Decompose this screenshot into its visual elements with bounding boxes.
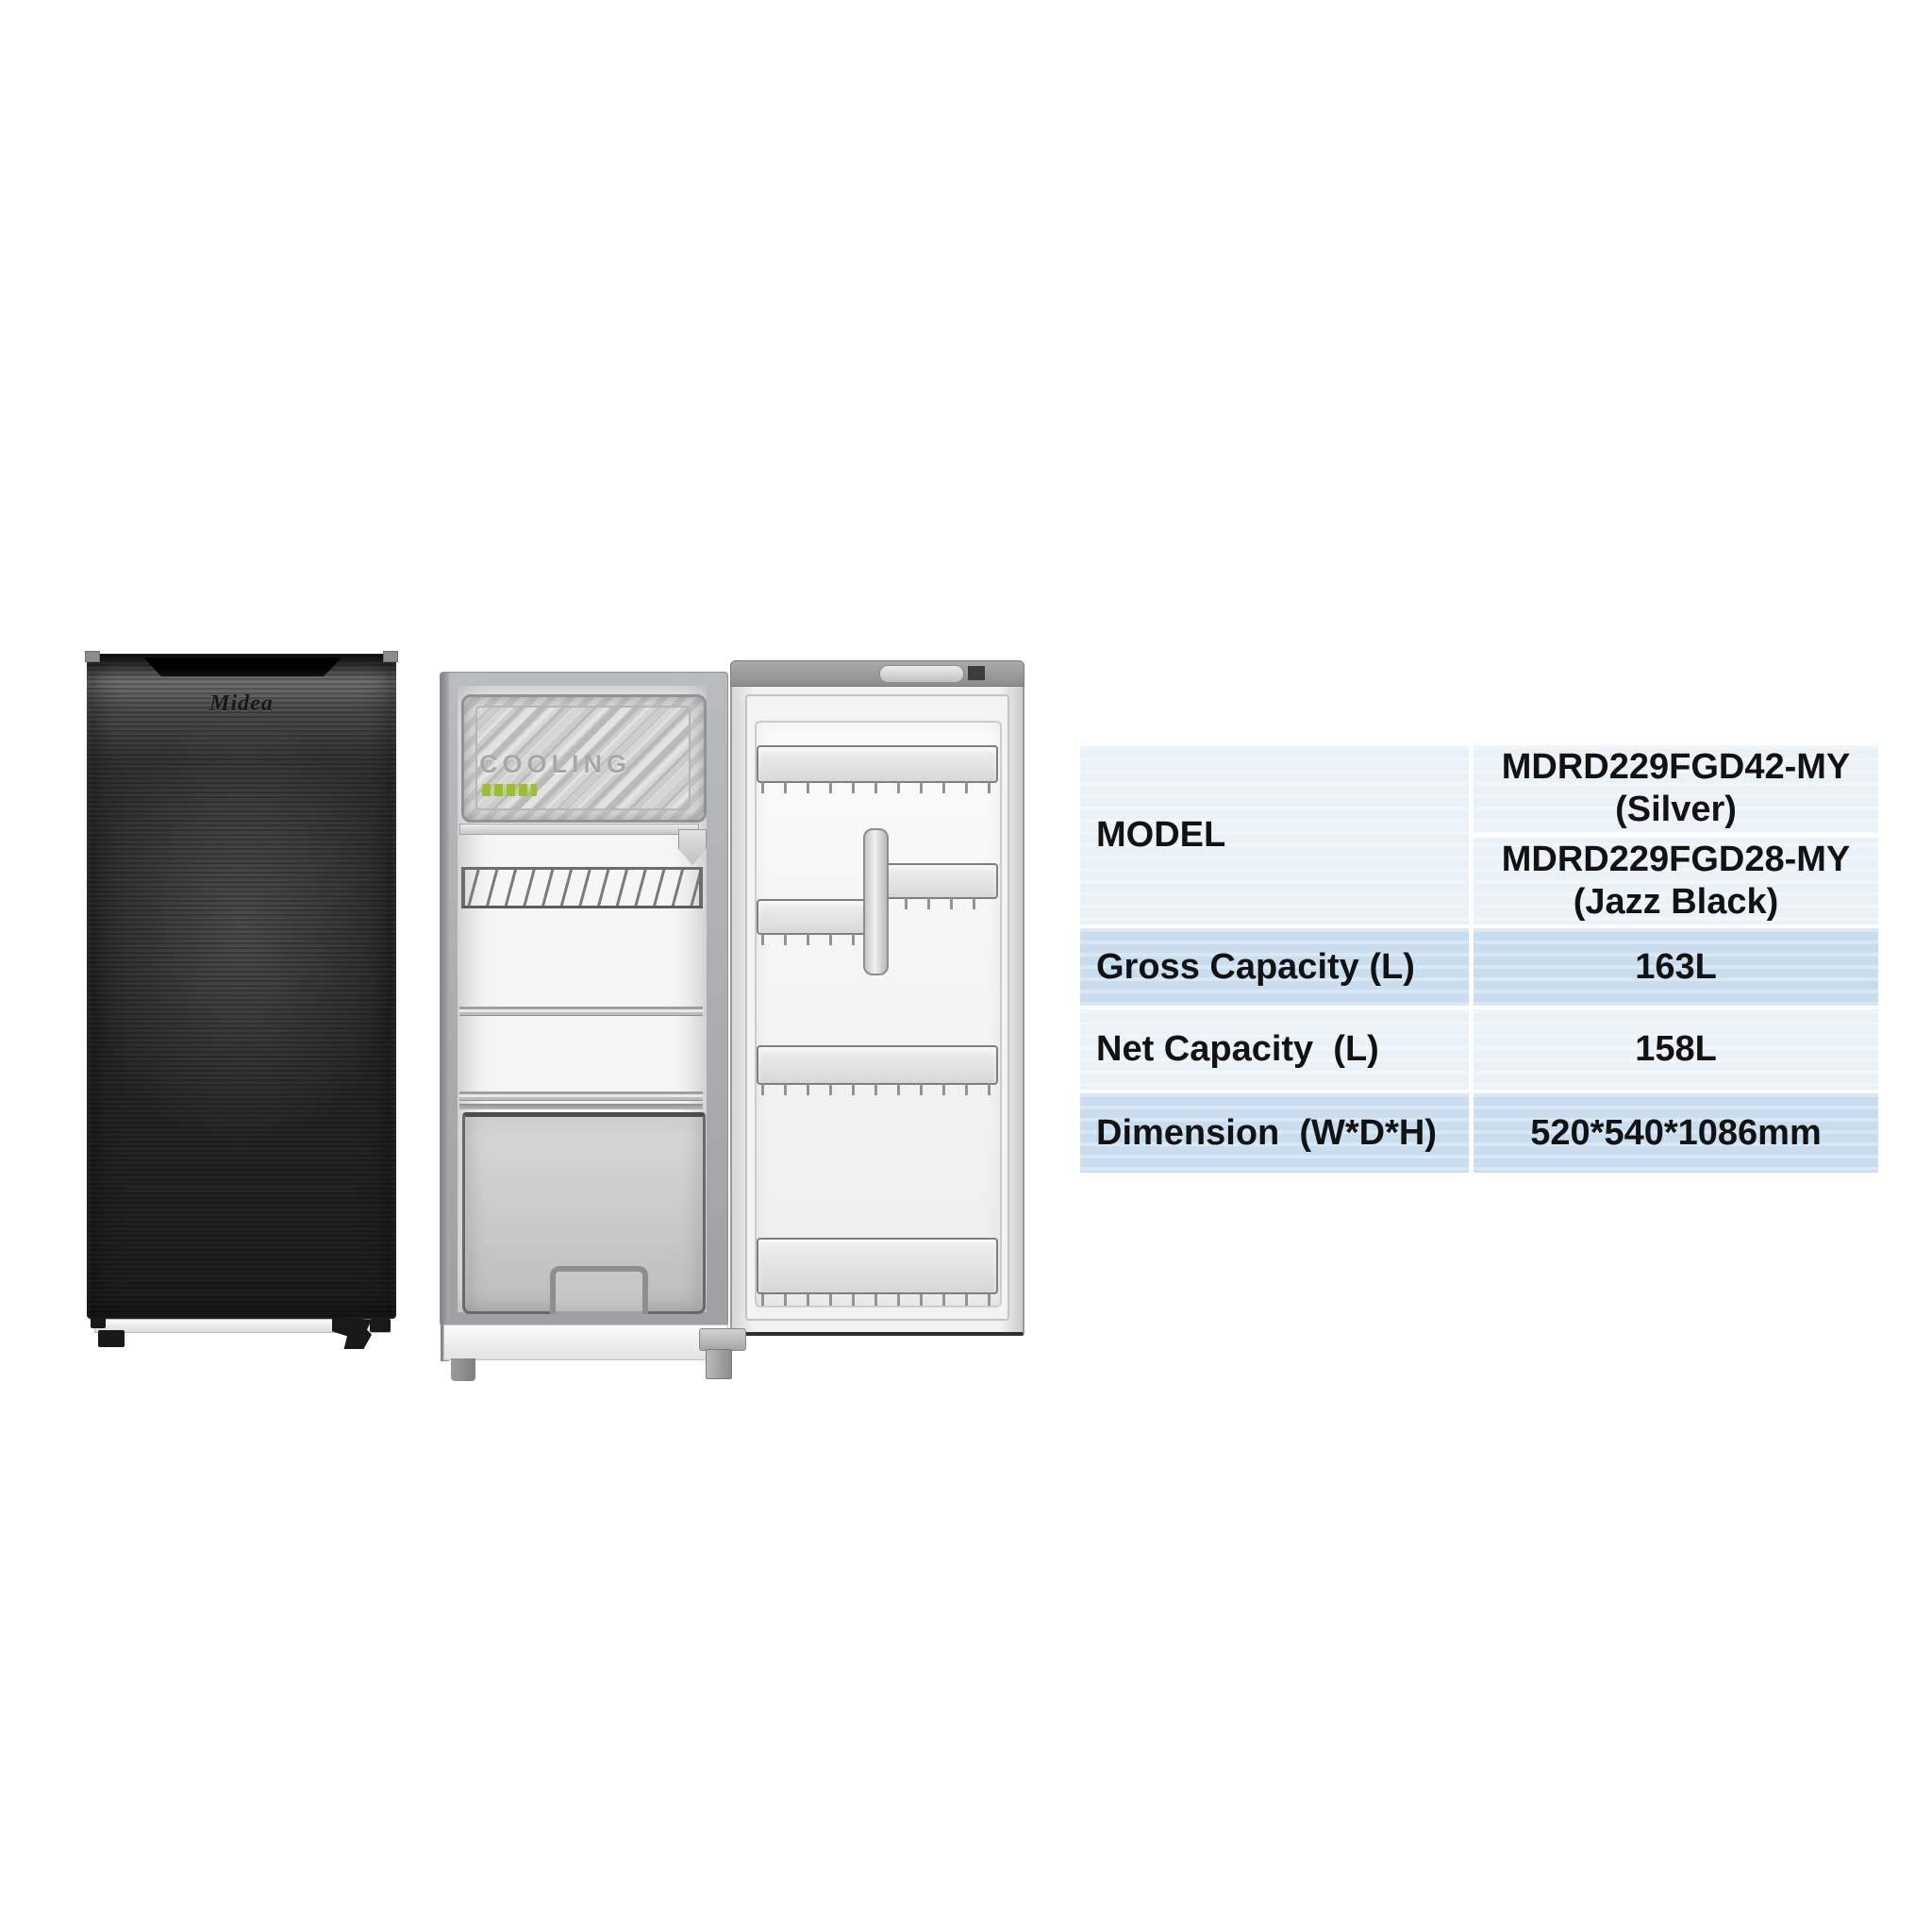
net-capacity-value-cell: 158L	[1474, 1009, 1878, 1090]
crisper-drawer-handle	[550, 1266, 648, 1314]
gross-capacity-value-cell: 163L	[1474, 928, 1878, 1006]
door-rack-bottom-wires	[761, 1294, 993, 1306]
top-hinge-cover-left	[85, 651, 100, 662]
cooling-label: COOLING	[479, 750, 631, 778]
dimension-value-cell: 520*540*1086mm	[1474, 1093, 1878, 1173]
midea-brand-logo: Midea	[209, 691, 274, 716]
closed-fridge-foot-bracket-right	[370, 1319, 391, 1332]
model-variant-jazz-black: MDRD229FGD28-MY (Jazz Black)	[1474, 838, 1878, 925]
dimension-label: Dimension (W*D*H)	[1096, 1112, 1437, 1153]
model-variant-silver-finish: (Silver)	[1615, 790, 1737, 830]
door-handle-recess	[143, 658, 341, 676]
model-variant-jazz-black-finish: (Jazz Black)	[1573, 881, 1779, 922]
door-rack-upper-right-wires	[882, 898, 993, 909]
open-fridge-cabinet: COOLING	[440, 672, 728, 1361]
net-capacity-value: 158L	[1635, 1029, 1717, 1069]
model-variant-silver: MDRD229FGD42-MY (Silver)	[1474, 745, 1878, 838]
top-hinge-cover-right	[383, 651, 398, 662]
closed-fridge-image: Midea	[85, 651, 398, 1319]
door-rack-top	[757, 745, 998, 793]
freezer-compartment: COOLING	[461, 694, 707, 823]
crisper-drawer	[462, 1112, 706, 1314]
drain-funnel	[678, 829, 707, 865]
door-rack-upper-left-wires	[761, 934, 869, 945]
cabinet-interior: COOLING	[458, 686, 707, 1314]
open-fridge-door	[730, 660, 1024, 1336]
door-latch-notch	[968, 666, 985, 680]
open-fridge-base	[443, 1324, 728, 1360]
door-bottom-hinge	[699, 1328, 746, 1351]
door-rack-middle-wires	[761, 1084, 993, 1095]
door-rack-bottom	[757, 1238, 998, 1306]
gross-capacity-label: Gross Capacity (L)	[1096, 946, 1415, 987]
net-capacity-label: Net Capacity (L)	[1096, 1029, 1379, 1069]
door-handle	[863, 828, 889, 975]
door-rack-top-wires	[761, 782, 993, 793]
cabinet-side-wall	[441, 673, 449, 1361]
spec-table: MODEL MDRD229FGD42-MY (Silver) MDRD229FG…	[1080, 745, 1878, 1173]
closed-fridge-foot-bracket-left	[91, 1317, 106, 1328]
glass-shelf-lower	[459, 1091, 703, 1101]
door-rack-upper-right	[877, 863, 998, 909]
chiller-tray	[459, 824, 699, 835]
model-value-cell: MDRD229FGD42-MY (Silver) MDRD229FGD28-MY…	[1474, 745, 1878, 924]
door-hinge-pin	[706, 1349, 732, 1379]
closed-fridge-foot-right	[332, 1317, 372, 1349]
open-fridge-foot	[451, 1358, 475, 1381]
model-variant-jazz-black-name: MDRD229FGD28-MY	[1501, 839, 1851, 879]
brushed-metal-texture	[87, 654, 396, 1319]
glass-shelf-upper	[459, 1007, 703, 1016]
closed-fridge-foot-left	[98, 1330, 125, 1347]
door-latch	[879, 665, 964, 683]
door-rack-upper-left	[757, 899, 874, 945]
model-label: MODEL	[1096, 814, 1226, 855]
door-rack-middle	[757, 1045, 998, 1095]
net-capacity-label-cell: Net Capacity (L)	[1080, 1009, 1469, 1090]
freezer-green-accent	[482, 784, 537, 796]
model-label-cell: MODEL	[1080, 745, 1469, 924]
door-inner-panel	[755, 721, 1002, 1307]
model-variant-silver-name: MDRD229FGD42-MY	[1501, 747, 1851, 788]
dimension-label-cell: Dimension (W*D*H)	[1080, 1093, 1469, 1173]
wire-shelf	[461, 867, 703, 908]
dimension-value: 520*540*1086mm	[1530, 1112, 1822, 1153]
crisper-cover-shelf	[459, 1104, 703, 1109]
gross-capacity-label-cell: Gross Capacity (L)	[1080, 928, 1469, 1006]
gross-capacity-value: 163L	[1635, 946, 1717, 987]
